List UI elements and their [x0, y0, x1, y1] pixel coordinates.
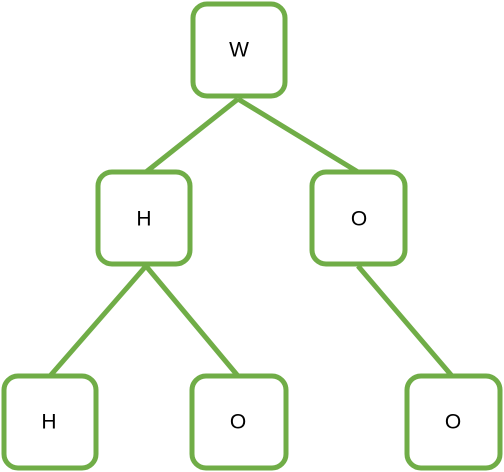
node-box [189, 373, 289, 471]
tree-node-level3-right: O [404, 373, 503, 471]
node-label: O [230, 411, 246, 434]
node-label: H [136, 208, 151, 231]
edges [48, 96, 454, 378]
edge-root-to-left [144, 97, 240, 174]
node-label: O [351, 208, 367, 231]
edge-right-to-rightleaf [356, 264, 454, 378]
node-box [95, 169, 193, 267]
tree-node-level3-middle: O [189, 373, 289, 471]
node-label: H [41, 411, 56, 434]
tree-node-level3-left: H [1, 373, 99, 471]
tree-node-root: W [190, 1, 288, 99]
tree-node-level2-right: O [309, 169, 408, 267]
node-box [309, 169, 408, 267]
edge-root-to-right [236, 96, 360, 175]
node-label: O [445, 411, 461, 434]
tree-node-level2-left: H [95, 169, 193, 267]
node-box [1, 373, 99, 471]
node-box [190, 1, 288, 99]
node-box [404, 373, 503, 471]
edge-left-to-leftright [144, 264, 240, 378]
node-label: W [229, 39, 249, 62]
edge-left-to-leftleft [48, 264, 148, 378]
